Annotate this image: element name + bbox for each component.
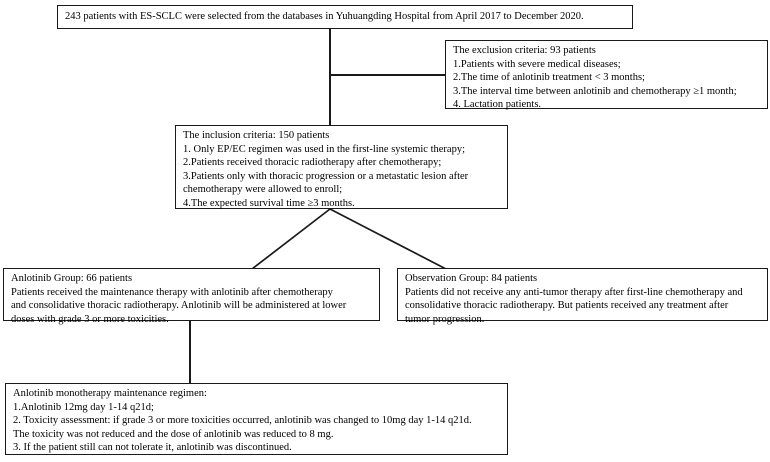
anlotinib-regimen-box: Anlotinib monotherapy maintenance regime…	[5, 383, 508, 455]
observation-group-line-3: consolidative thoracic radiotherapy. But…	[405, 300, 729, 312]
exclusion-criteria-line-5: 4. Lactation patients.	[453, 99, 542, 111]
anlotinib-group-line-1: Anlotinib Group: 66 patients	[11, 273, 133, 284]
observation-group-line-2: Patients did not receive any anti-tumor …	[405, 286, 743, 298]
anlotinib-regimen-line-4: The toxicity was not reduced and the dos…	[13, 428, 334, 440]
exclusion-criteria-line-3: 2.The time of anlotinib treatment < 3 mo…	[453, 72, 645, 84]
anlotinib-regimen-line-1: Anlotinib monotherapy maintenance regime…	[13, 388, 207, 399]
connector-trunk-to-exclusion	[329, 74, 446, 76]
anlotinib-group-box: Anlotinib Group: 66 patients Patients re…	[3, 268, 380, 325]
inclusion-criteria-line-5: chemotherapy were allowed to enroll;	[183, 184, 343, 196]
exclusion-criteria-line-2: 1.Patients with severe medical diseases;	[453, 58, 621, 70]
inclusion-criteria-line-4: 3.Patients only with thoracic progressio…	[183, 170, 469, 182]
exclusion-criteria-line-4: 3.The interval time between anlotinib an…	[453, 85, 737, 97]
inclusion-criteria-box: The inclusion criteria: 150 patients 1. …	[175, 125, 508, 209]
anlotinib-group-line-2: Patients received the maintenance therap…	[11, 286, 333, 298]
connector-anlotinib-to-regimen	[189, 320, 191, 384]
observation-group-line-4: tumor progression.	[405, 313, 485, 325]
observation-group-box: Observation Group: 84 patients Patients …	[397, 268, 768, 325]
observation-group-line-1: Observation Group: 84 patients	[405, 273, 538, 284]
anlotinib-group-line-3: and consolidative thoracic radiotherapy.…	[11, 300, 347, 312]
inclusion-criteria-line-6: 4.The expected survival time ≥3 months.	[183, 197, 355, 209]
anlotinib-regimen-line-5: 3. If the patient still can not tolerate…	[13, 442, 292, 454]
screened-cohort-line-1: 243 patients with ES-SCLC were selected …	[65, 11, 584, 22]
anlotinib-regimen-line-3: 2. Toxicity assessment: if grade 3 or mo…	[13, 415, 472, 427]
anlotinib-group-line-4: doses with grade 3 or more toxicities.	[11, 313, 169, 325]
anlotinib-regimen-line-2: 1.Anlotinib 12mg day 1-14 q21d;	[13, 401, 154, 413]
exclusion-criteria-box: The exclusion criteria: 93 patients 1.Pa…	[445, 40, 768, 111]
inclusion-criteria-line-3: 2.Patients received thoracic radiotherap…	[183, 157, 442, 169]
connector-inclusion-split	[251, 208, 447, 270]
inclusion-criteria-line-1: The inclusion criteria: 150 patients	[183, 130, 330, 141]
screened-cohort-box: 243 patients with ES-SCLC were selected …	[57, 5, 633, 29]
exclusion-criteria-line-1: The exclusion criteria: 93 patients	[453, 45, 596, 56]
connector-screened-to-inclusion	[329, 28, 331, 126]
inclusion-criteria-line-2: 1. Only EP/EC regimen was used in the fi…	[183, 143, 465, 155]
